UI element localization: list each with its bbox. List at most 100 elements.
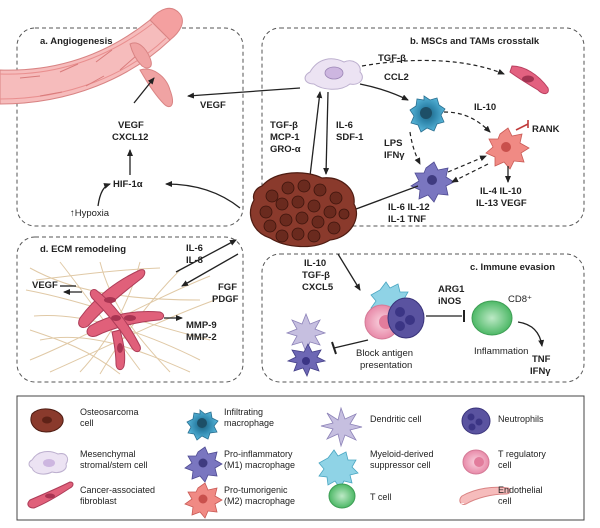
panel-b-frame [261,27,585,227]
dendritic-cell-c [285,312,327,354]
arrow-m1-to-m2 [447,155,487,173]
legend-label-dendritic-cell: Dendritic cell [370,414,422,424]
label-tgfb-mid: TGF-β [270,120,298,131]
legend-label-mdsc: Myeloid-derived [370,449,434,459]
dendritic-cell-icon [320,406,363,448]
msc-cell [304,58,363,90]
label-il8-d: IL-8 [186,255,203,266]
label-rank: RANK [532,124,560,135]
label-il13-vegf: IL-13 VEGF [476,198,527,209]
arrow-msc-to-vessel [187,87,301,99]
legend-label-neutrophil: Neutrophils [498,414,544,424]
arrow-tumor-to-hif [165,181,241,209]
caf-cell-b [509,65,549,95]
label-il10-c: IL-10 [304,258,326,269]
arrow-tcell-to-tnf [517,321,545,347]
legend-label-caf-line2: fibroblast [80,496,117,506]
inhibit-bar-dc [331,341,337,355]
panel-c-title: c. Immune evasion [470,262,555,273]
arrow-mac-to-m1 [409,131,421,165]
label-il6-12: IL-6 IL-12 [388,202,430,213]
panel-c-frame [261,253,585,383]
legend-label-osteosarcoma-line2: cell [80,418,94,428]
t-cell [471,300,513,336]
label-il4-10: IL-4 IL-10 [480,186,522,197]
mdsc-icon [318,449,359,489]
arrow-vegf-to-vessel [133,77,155,104]
m1-macrophage-icon [184,446,223,483]
label-vegf-top: VEGF [200,100,226,111]
label-il6-d: IL-6 [186,243,203,254]
legend-label-m1-macrophage-line2: (M1) macrophage [224,460,295,470]
arrow-tumor-to-msc [309,91,323,177]
label-block1: Block antigen [356,348,413,359]
label-il6-mid: IL-6 [336,120,353,131]
label-cxcl12: CXCL12 [112,132,148,143]
arrow-tumor-to-caf [181,253,239,287]
legend-label-m2-macrophage-line2: (M2) macrophage [224,496,295,506]
arrow-msc-to-macrophage [359,83,409,101]
label-arg1: ARG1 [438,284,465,295]
osteosarcoma-mass [249,172,358,248]
legend-label-infiltrating-macrophage-line2: macrophage [224,418,274,428]
neutrophil-icon [461,407,491,435]
blood-vessel-illustration [0,7,183,108]
label-sdf1: SDF-1 [336,132,364,143]
arrow-msc-to-tumor [323,91,330,175]
neutrophil-cell [387,297,425,339]
label-pdgf: PDGF [212,294,239,305]
arrow-hypoxia-to-hif [97,183,111,207]
panel-a-frame [16,27,244,227]
label-vegf-a: VEGF [118,120,144,131]
label-tgfb-top: TGF-β [378,53,406,64]
label-block2: presentation [360,360,412,371]
label-mcp1: MCP-1 [270,132,300,143]
arrow-tumor-to-immune [337,253,361,291]
legend-label-mdsc-line2: suppressor cell [370,460,431,470]
label-il1-tnf: IL-1 TNF [388,214,426,225]
arrow-caf-to-tumor [175,239,237,273]
label-fgf: FGF [218,282,237,293]
label-tgfb-c: TGF-β [302,270,330,281]
arrow-m1-to-tumor [347,185,419,213]
arrow-m2-to-m1 [451,163,489,183]
m1-macrophage-cell [410,161,455,203]
panel-angiogenesis: a. Angiogenesis VEGF CXCL12 HIF-1α ↑Hypo… [0,7,244,227]
legend-label-m2-macrophage: Pro-tumorigenic [224,485,288,495]
label-tnf-c: TNF [532,354,551,365]
label-ifng-b: IFNγ [384,150,405,161]
label-ccl2: CCL2 [384,72,409,83]
legend-label-msc-line2: stromal/stem cell [80,460,148,470]
panel-d-title: d. ECM remodeling [40,244,126,255]
label-inflammation: Inflammation [474,346,528,357]
m1-cell-c [286,343,327,377]
label-lps: LPS [384,138,402,149]
label-inos: iNOS [438,296,461,307]
label-cd8: CD8⁺ [508,294,532,305]
panel-ecm: d. ECM remodeling VEGF IL-6 IL-8 FGF PDG… [16,236,244,383]
endothelial-cell-icon [459,486,511,505]
osteosarcoma-icon [30,408,64,433]
label-mmp9: MMP-9 [186,320,217,331]
legend-label-endothelial-cell: Endothelial [498,485,543,495]
label-hif: HIF-1α [113,179,143,190]
label-groa: GRO-α [270,144,301,155]
legend-label-treg-line2: cell [498,460,512,470]
panel-d-frame [16,236,244,383]
label-il10-b: IL-10 [474,102,496,113]
panel-crosstalk: b. MSCs and TAMs crosstalk TGF-β CCL2 IL… [187,27,585,227]
label-cxcl5: CXCL5 [302,282,334,293]
legend-label-endothelial-cell-line2: cell [498,496,512,506]
panel-a-title: a. Angiogenesis [40,36,113,47]
label-ifng-c: IFNγ [530,366,551,377]
legend [16,395,585,521]
watermark: 知乎 @艾玮得生物 [440,502,548,517]
rank-receptor [515,123,529,131]
legend-label-infiltrating-macrophage: Infiltrating [224,407,263,417]
label-mmp2: MMP-2 [186,332,217,343]
m2-macrophage-cell [485,127,530,170]
legend-label-msc: Mesenchymal [80,449,136,459]
arrow-msc-to-caf [361,59,505,75]
